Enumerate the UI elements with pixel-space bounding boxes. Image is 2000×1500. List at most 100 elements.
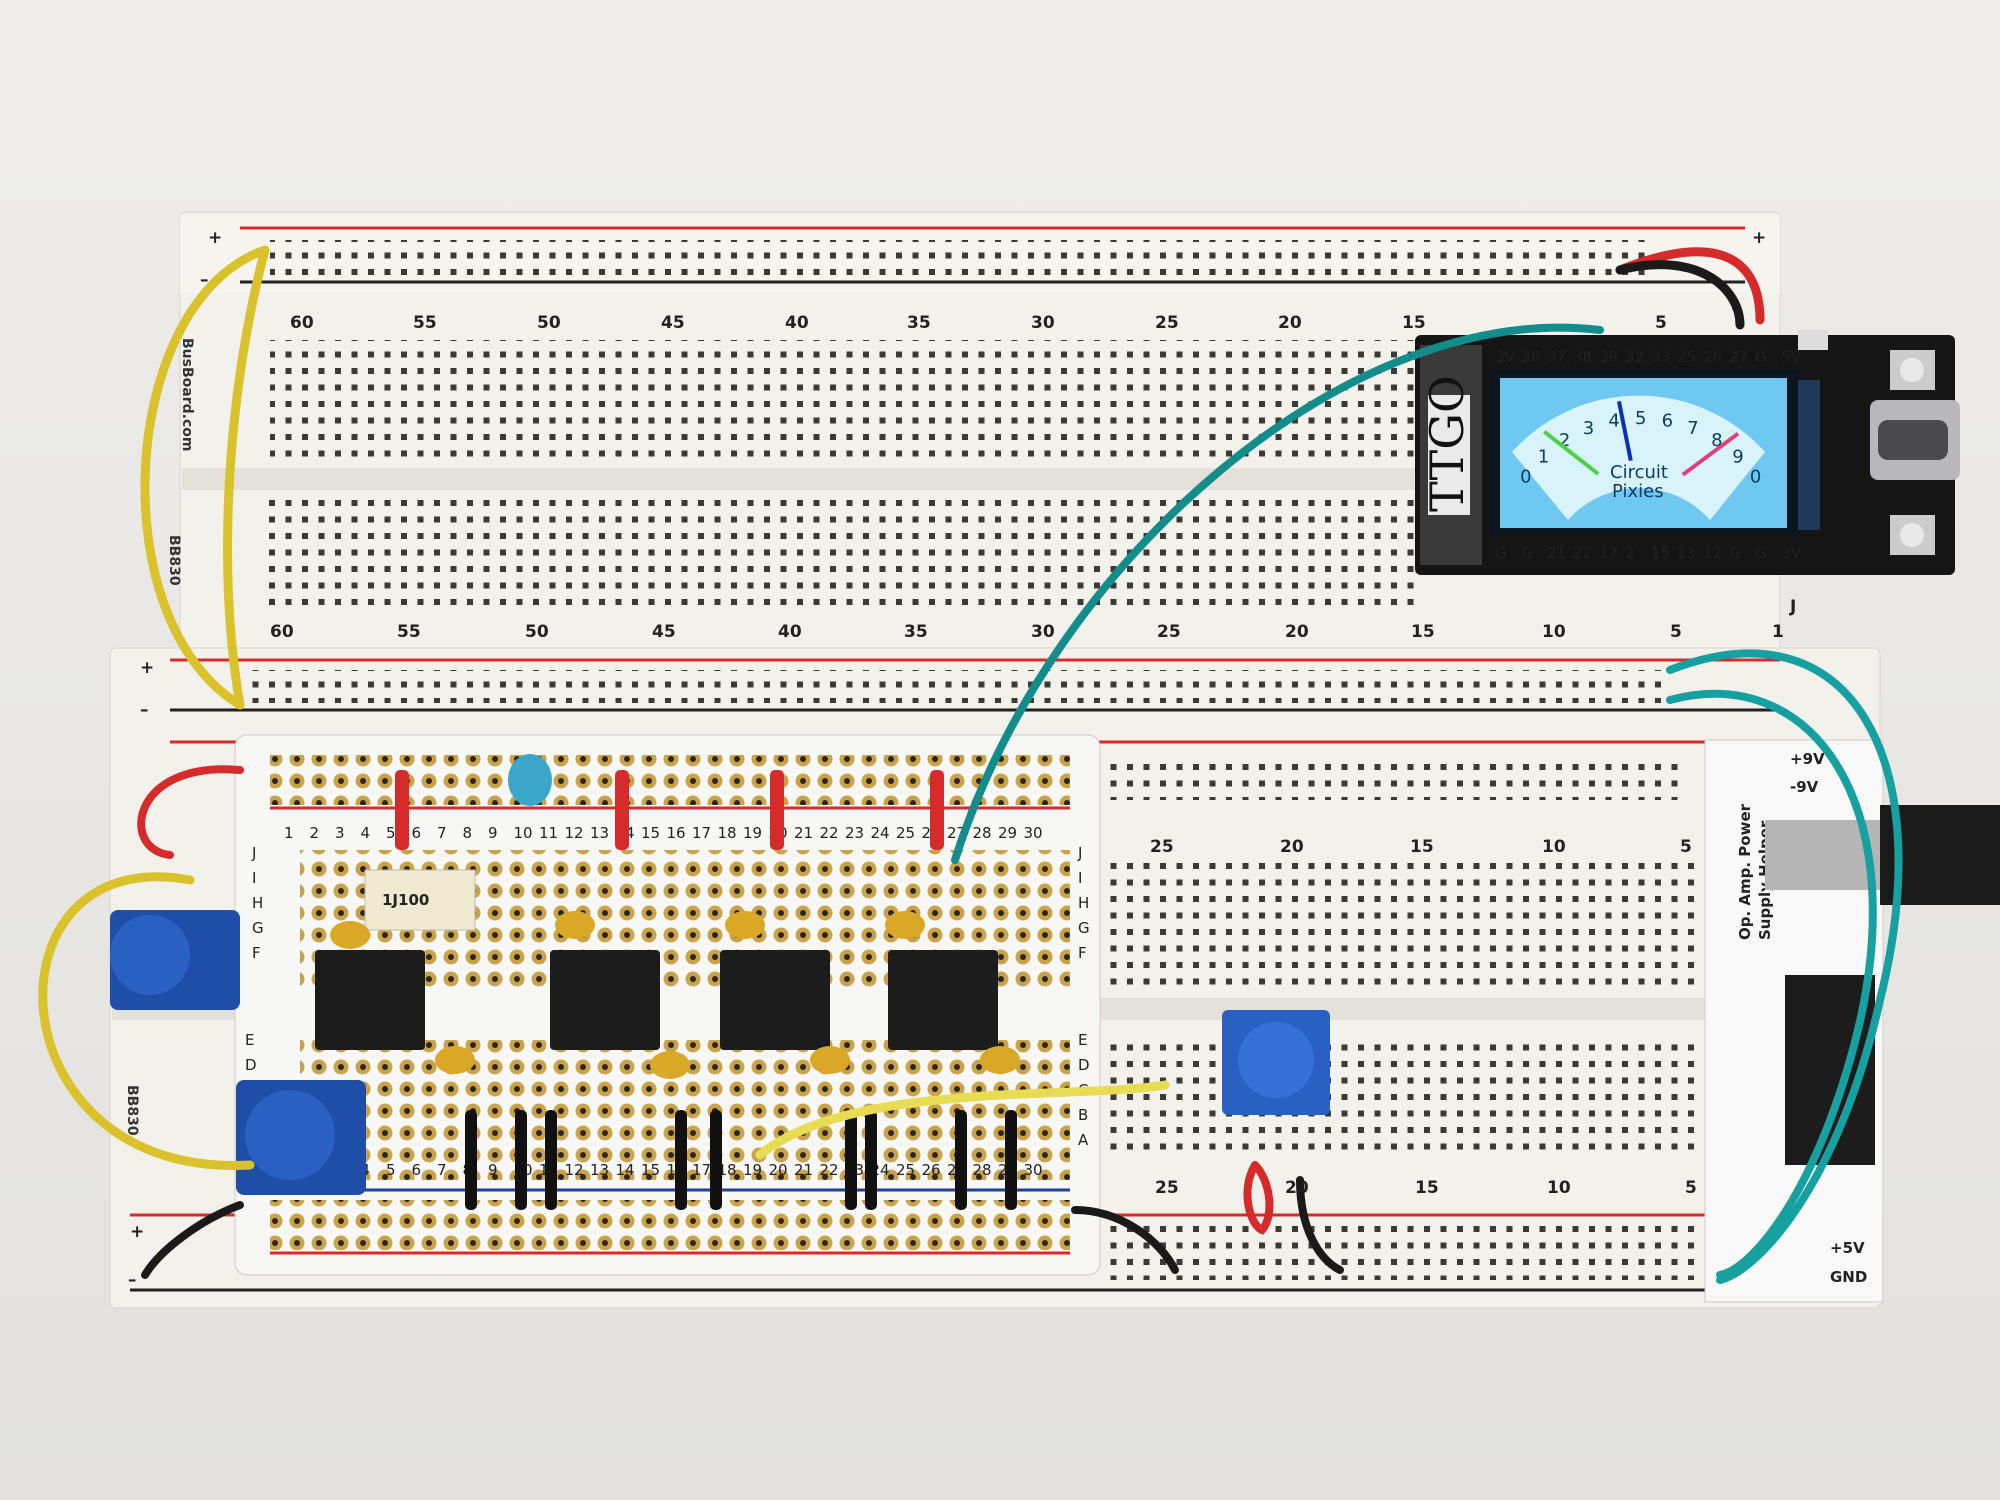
wires [38,245,1903,1284]
row-letter: J [1077,844,1082,862]
column-number: 5 [386,1161,396,1179]
column-number: 28 [973,1161,992,1179]
column-number: 20 [1280,837,1304,857]
column-number: 22 [820,824,839,842]
column-number: 24 [871,824,890,842]
column-number: 18 [718,1161,737,1179]
pin-label: 2 [1625,544,1635,562]
column-number: 9 [488,1161,498,1179]
column-number: 45 [652,622,676,642]
red-jumper [770,770,784,850]
meter-needle [1681,431,1740,477]
jumper-wire [545,1110,557,1210]
column-number: 15 [1415,1178,1439,1198]
scale-label: 2 [1559,430,1570,451]
jumper-wire [710,1110,722,1210]
row-letter: H [252,894,263,912]
row-letter: G [1078,919,1090,937]
column-number: 5 [386,824,396,842]
middle-power-rail [250,670,1670,703]
column-number: 22 [820,1161,839,1179]
column-number: 2 [310,824,320,842]
row-letter: G [252,919,264,937]
pin-minus9v: -9V [1790,778,1819,796]
brand-label: BusBoard.com [179,338,195,451]
ceramic-capacitor [725,911,765,939]
red-jumper [395,770,409,850]
column-number: 30 [1024,824,1043,842]
terminal-strip-lower [260,495,1420,615]
meter-needle [1543,430,1600,476]
meter-needles [1543,400,1740,477]
pin-label: 39 [1599,348,1618,366]
ceramic-capacitor [980,1046,1020,1074]
column-number: 60 [270,622,294,642]
ceramic-capacitor [885,911,925,939]
jumper-wire [675,1110,687,1210]
ceramic-capacitor [650,1051,690,1079]
column-number: 5 [1685,1178,1697,1198]
pin-label: G [1521,544,1533,562]
ceramic-capacitor [810,1046,850,1074]
ceramic-capacitor [435,1046,475,1074]
column-number: 19 [743,1161,762,1179]
plus-label: + [130,1222,144,1242]
pin-label: G [1755,544,1767,562]
op-amp-chips [315,950,998,1050]
scale-label: 4 [1608,411,1619,432]
jumper-wire [845,1110,857,1210]
column-number: 29 [998,824,1017,842]
op-amp-chip [550,950,660,1050]
row-letter: I [1078,869,1082,887]
column-number: 14 [616,1161,635,1179]
column-number: 30 [1031,622,1055,642]
ceramic-capacitor [330,921,370,949]
column-number: 10 [1542,837,1566,857]
terminal-strip-b [1100,1035,1700,1155]
minus-label: – [200,270,209,290]
pin-label: 36 [1521,348,1540,366]
column-number: 25 [896,824,915,842]
column-number: 6 [412,824,422,842]
pin-label: 33 [1651,348,1670,366]
electrolytic-capacitor [508,754,552,806]
column-number: 20 [769,1161,788,1179]
meter-brand-line1: Circuit [1610,462,1668,483]
column-number: 40 [778,622,802,642]
column-number: 20 [1285,622,1309,642]
column-number: 6 [412,1161,422,1179]
column-number: 10 [1547,1178,1571,1198]
pin-label: 22 [1573,544,1592,562]
pin-label: 15 [1651,544,1670,562]
column-number: 60 [290,313,314,333]
column-number: 17 [692,824,711,842]
column-number: 30 [1031,313,1055,333]
column-number: 13 [590,1161,609,1179]
model-label: BB830 [166,535,182,586]
pin-label: 5V [1781,348,1802,366]
pin-label: G [1729,544,1741,562]
pin-label: G [1495,544,1507,562]
component-label: 1J100 [382,891,429,909]
minus-label: – [140,700,149,720]
row-letter: A [1078,1131,1089,1149]
column-number: 10 [514,824,533,842]
jumper-wire [865,1110,877,1210]
column-number: 16 [667,824,686,842]
row-letter: E [1078,1031,1087,1049]
op-amp-chip [315,950,425,1050]
column-number: 3 [335,824,345,842]
pin-label: 26 [1703,348,1722,366]
pin-label: 21 [1547,544,1566,562]
jumper-wire [465,1110,477,1210]
column-number: 18 [718,824,737,842]
pin-plus5v: +5V [1830,1239,1865,1257]
ceramic-capacitor [555,911,595,939]
